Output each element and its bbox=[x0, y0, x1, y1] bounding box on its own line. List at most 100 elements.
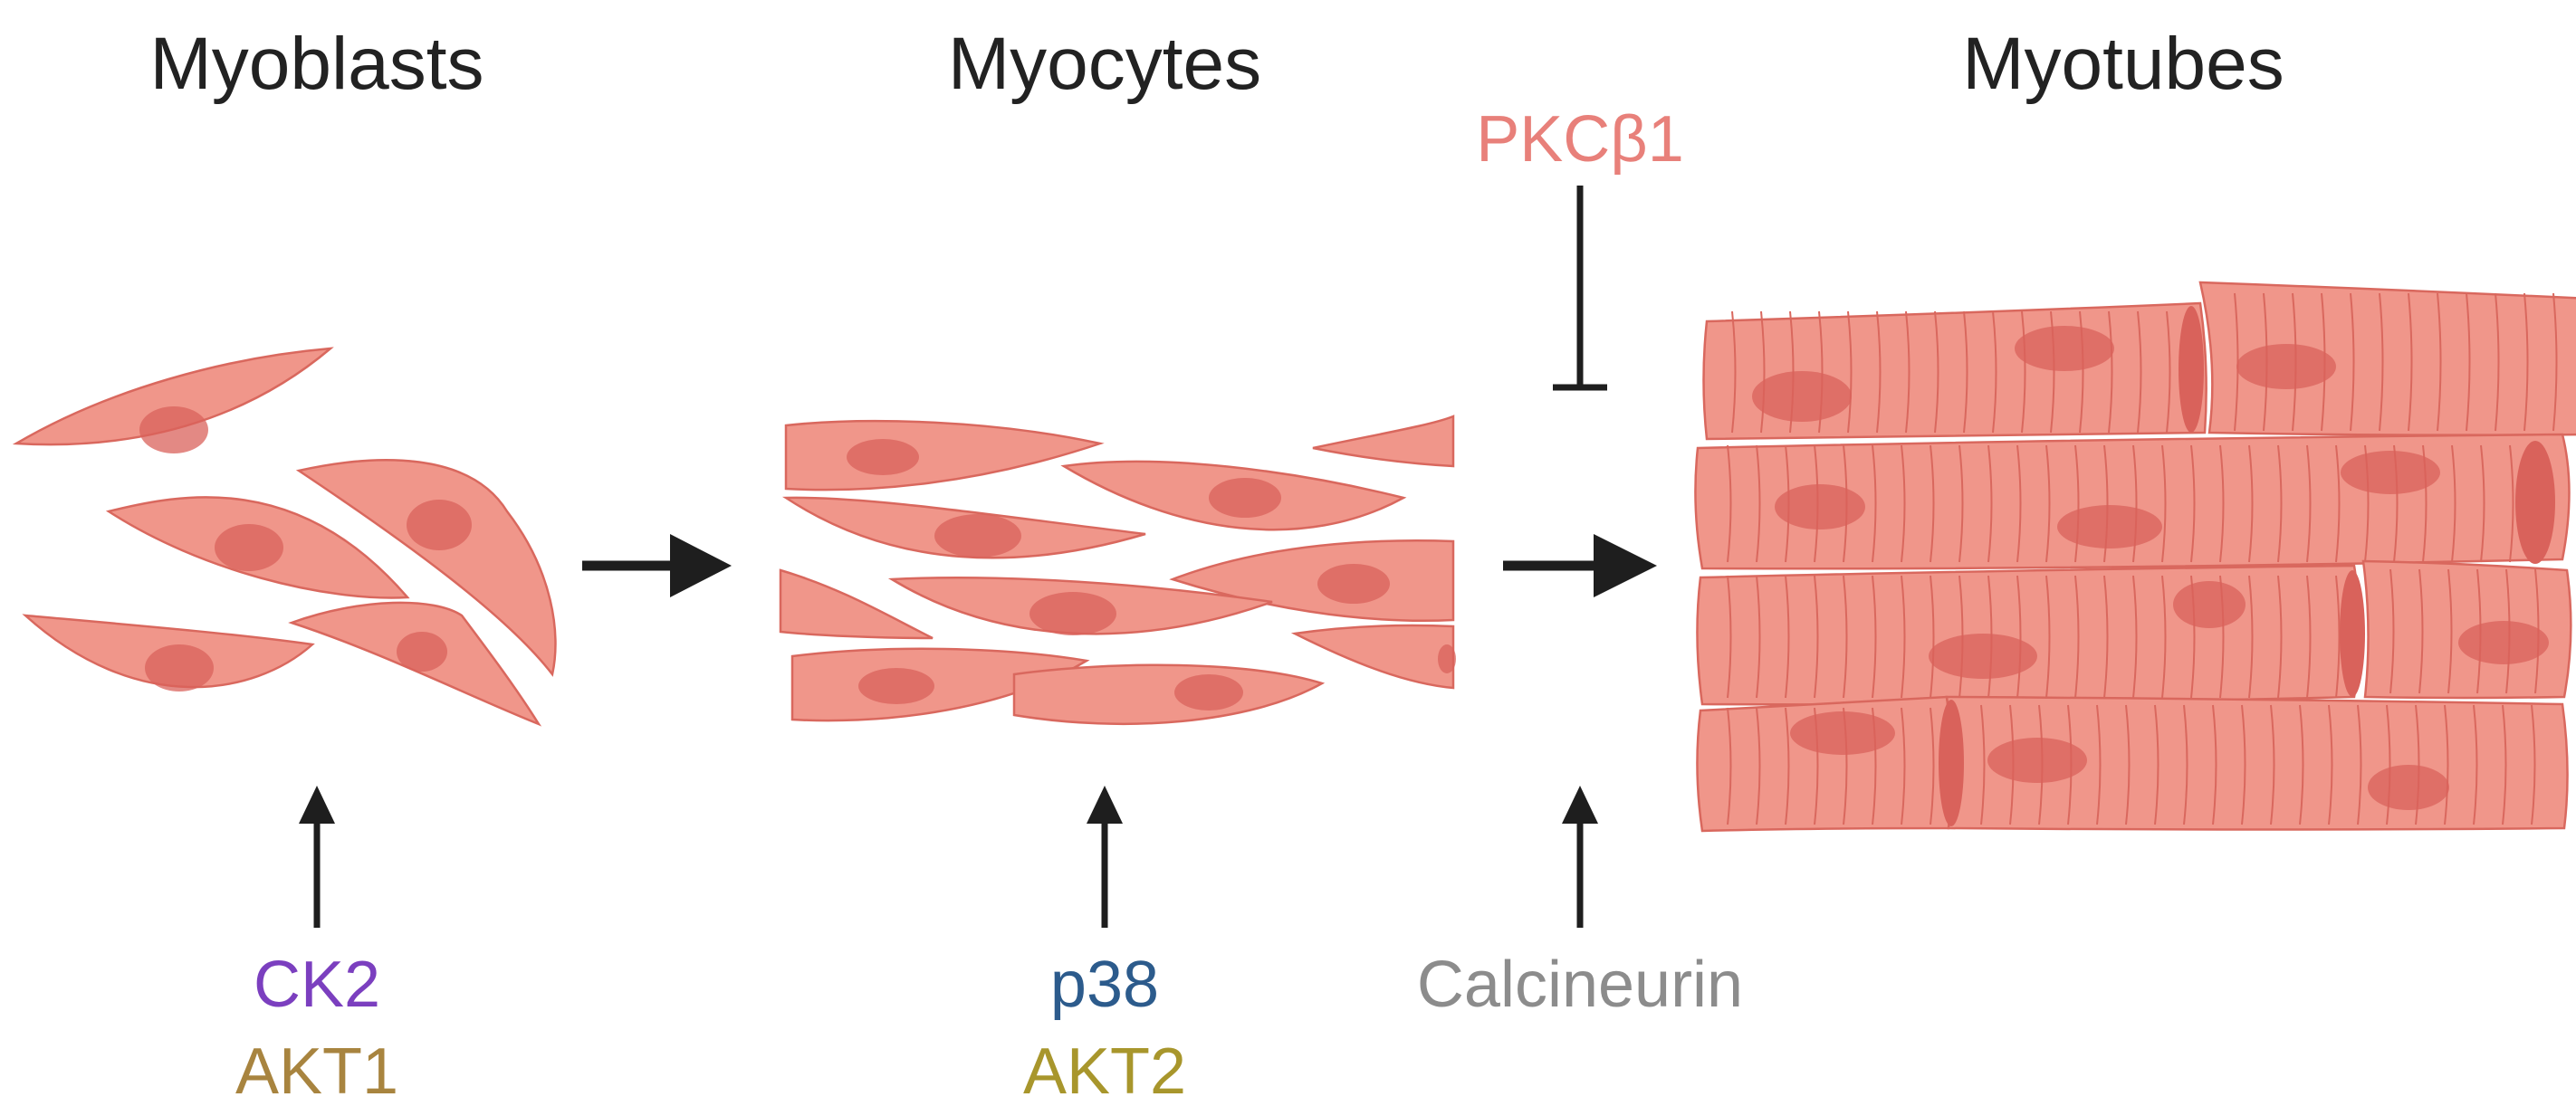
myocyte-cell bbox=[887, 577, 1273, 635]
myocyte-cell bbox=[1290, 624, 1456, 690]
striation-line bbox=[2444, 704, 2449, 825]
regulator-pkcb1: PKCβ1 bbox=[1476, 103, 1684, 176]
striation-line bbox=[2079, 310, 2084, 434]
stage-title-myocytes: Myocytes bbox=[948, 23, 1261, 105]
striation-line bbox=[2495, 292, 2500, 432]
striation-line bbox=[2437, 292, 2442, 432]
striation-line bbox=[2132, 444, 2138, 563]
myoblast-cell bbox=[295, 459, 557, 677]
striation-line bbox=[2466, 292, 2471, 432]
striation-line bbox=[2074, 575, 2080, 699]
striation-line bbox=[1934, 310, 1939, 434]
up-arrow-myoblasts bbox=[299, 786, 335, 928]
striation-line bbox=[2132, 575, 2138, 699]
striation-line bbox=[1905, 310, 1910, 434]
striation-line bbox=[1756, 575, 1761, 699]
striation-line bbox=[2103, 444, 2109, 563]
regulator-akt1: AKT1 bbox=[235, 1035, 398, 1108]
striation-line bbox=[2183, 704, 2188, 825]
myocyte-cell bbox=[1060, 460, 1407, 531]
striation-line bbox=[2502, 704, 2507, 825]
myocyte-cell bbox=[779, 568, 934, 640]
striation-line bbox=[2074, 444, 2080, 563]
striation-line bbox=[1756, 444, 1761, 563]
myotube-fiber bbox=[1694, 433, 2571, 570]
striation-line bbox=[2335, 575, 2341, 699]
striation-line bbox=[1785, 707, 1790, 825]
striation-line bbox=[2277, 575, 2283, 699]
striation-line bbox=[2335, 444, 2341, 563]
striation-line bbox=[2306, 575, 2312, 699]
striation-line bbox=[2306, 444, 2312, 563]
striation-line bbox=[2050, 310, 2055, 434]
striation-line bbox=[2418, 568, 2424, 694]
striation-line bbox=[2248, 444, 2254, 563]
striation-line bbox=[2350, 292, 2355, 432]
striation-line bbox=[2161, 575, 2167, 699]
striation-line bbox=[1760, 310, 1766, 434]
myotube-fiber bbox=[2361, 559, 2572, 700]
striation-line bbox=[2161, 444, 2167, 563]
striation-line bbox=[1958, 444, 1964, 563]
myotube-fiber bbox=[2198, 281, 2576, 436]
striation-line bbox=[2277, 444, 2283, 563]
striation-line bbox=[1731, 310, 1737, 434]
striation-line bbox=[2473, 704, 2478, 825]
striation-line bbox=[1756, 707, 1761, 825]
progression-arrow-1 bbox=[582, 534, 732, 597]
striation-line bbox=[1785, 575, 1790, 699]
myotube-fibers bbox=[1694, 281, 2576, 833]
myocyte-cell bbox=[1012, 663, 1326, 726]
striation-line bbox=[2386, 704, 2391, 825]
striation-line bbox=[1876, 310, 1882, 434]
striation-line bbox=[1814, 575, 1819, 699]
myotube-fiber bbox=[1696, 564, 2365, 706]
striation-line bbox=[1992, 310, 1997, 434]
striation-line bbox=[1843, 575, 1848, 699]
myotube-fiber bbox=[1702, 301, 2207, 441]
striation-line bbox=[1963, 310, 1968, 434]
striation-line bbox=[2021, 310, 2026, 434]
progression-arrow-2 bbox=[1503, 534, 1657, 597]
striation-line bbox=[2531, 704, 2536, 825]
stage-title-myoblasts: Myoblasts bbox=[149, 23, 484, 105]
myocyte-cell bbox=[1312, 415, 1455, 468]
regulator-calcineurin: Calcineurin bbox=[1417, 949, 1743, 1021]
stage-title-myotubes: Myotubes bbox=[1962, 23, 2284, 105]
striation-line bbox=[2270, 704, 2275, 825]
striation-line bbox=[2299, 704, 2304, 825]
regulator-akt2: AKT2 bbox=[1023, 1035, 1186, 1108]
inhibition-arrow bbox=[1553, 186, 1607, 391]
striation-line bbox=[2125, 704, 2131, 825]
myocyte-cells bbox=[779, 415, 1456, 726]
striation-line bbox=[1901, 575, 1906, 699]
myoblast-cell bbox=[22, 614, 315, 692]
striation-line bbox=[1930, 707, 1935, 825]
striation-line bbox=[2241, 704, 2246, 825]
striation-line bbox=[2108, 310, 2113, 434]
striation-line bbox=[2096, 704, 2102, 825]
striation-line bbox=[2328, 704, 2333, 825]
striation-line bbox=[2190, 444, 2196, 563]
myoblast-cell bbox=[105, 496, 410, 599]
striation-line bbox=[1987, 444, 1993, 563]
striation-line bbox=[2212, 704, 2217, 825]
up-arrow-calcineurin bbox=[1562, 786, 1598, 928]
striation-line bbox=[2415, 704, 2420, 825]
striation-line bbox=[2154, 704, 2159, 825]
striation-line bbox=[2552, 292, 2558, 432]
myotube-fiber bbox=[1939, 695, 2569, 831]
myotube-fiber bbox=[1696, 695, 1953, 833]
striation-line bbox=[2045, 575, 2051, 699]
striation-line bbox=[1847, 310, 1853, 434]
up-arrow-myocytes bbox=[1087, 786, 1123, 928]
striation-line bbox=[1980, 704, 1986, 825]
striation-line bbox=[2103, 575, 2109, 699]
myoblast-cells bbox=[12, 347, 557, 727]
striation-line bbox=[2016, 444, 2022, 563]
regulator-ck2: CK2 bbox=[254, 949, 380, 1021]
striation-line bbox=[1901, 707, 1906, 825]
striation-line bbox=[2523, 292, 2529, 432]
striation-line bbox=[2480, 444, 2485, 563]
